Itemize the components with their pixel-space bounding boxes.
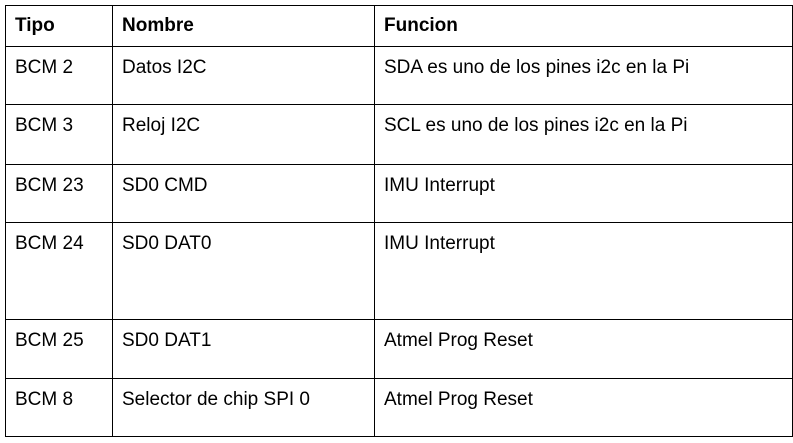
table-row: BCM 24 SD0 DAT0 IMU Interrupt — [5, 222, 793, 320]
cell-tipo: BCM 3 — [5, 104, 113, 165]
cell-funcion: IMU Interrupt — [374, 222, 793, 320]
cell-nombre: Datos I2C — [112, 46, 375, 105]
table-row: BCM 8 Selector de chip SPI 0 Atmel Prog … — [5, 378, 793, 437]
cell-tipo: BCM 2 — [5, 46, 113, 105]
cell-nombre: SD0 DAT0 — [112, 222, 375, 320]
cell-tipo: BCM 25 — [5, 319, 113, 379]
header-nombre: Nombre — [112, 5, 375, 47]
cell-tipo: BCM 24 — [5, 222, 113, 320]
header-tipo: Tipo — [5, 5, 113, 47]
table-row: BCM 25 SD0 DAT1 Atmel Prog Reset — [5, 319, 793, 379]
table-row: BCM 3 Reloj I2C SCL es uno de los pines … — [5, 104, 793, 165]
pin-function-table: Tipo Nombre Funcion BCM 2 Datos I2C SDA … — [5, 5, 793, 437]
cell-funcion: SCL es uno de los pines i2c en la Pi — [374, 104, 793, 165]
cell-funcion: IMU Interrupt — [374, 164, 793, 223]
cell-nombre: Selector de chip SPI 0 — [112, 378, 375, 437]
table-row: BCM 2 Datos I2C SDA es uno de los pines … — [5, 46, 793, 105]
cell-nombre: Reloj I2C — [112, 104, 375, 165]
table-row: BCM 23 SD0 CMD IMU Interrupt — [5, 164, 793, 223]
table-header-row: Tipo Nombre Funcion — [5, 5, 793, 47]
cell-tipo: BCM 8 — [5, 378, 113, 437]
cell-nombre: SD0 CMD — [112, 164, 375, 223]
cell-funcion: SDA es uno de los pines i2c en la Pi — [374, 46, 793, 105]
cell-funcion: Atmel Prog Reset — [374, 378, 793, 437]
cell-funcion: Atmel Prog Reset — [374, 319, 793, 379]
cell-nombre: SD0 DAT1 — [112, 319, 375, 379]
header-funcion: Funcion — [374, 5, 793, 47]
cell-tipo: BCM 23 — [5, 164, 113, 223]
